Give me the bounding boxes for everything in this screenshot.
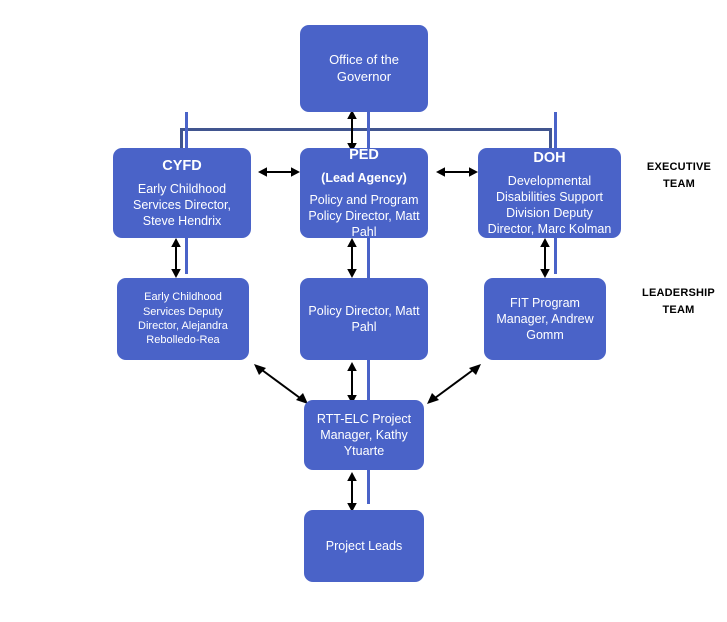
node-cyfd-deputy-body: Early Childhood Services Deputy Director… xyxy=(138,291,228,347)
node-cyfd-title: CYFD xyxy=(162,157,202,174)
node-ped-subtitle: (Lead Agency) xyxy=(321,171,407,186)
arrow-ped-doh xyxy=(436,167,478,177)
group-label-executive-team: EXECUTIVE TEAM xyxy=(634,159,724,193)
arrow-deputy-rtt xyxy=(254,364,308,404)
node-project-leads-body: Project Leads xyxy=(325,539,403,553)
node-rtt-elc-body: RTT-ELC Project Manager, Kathy Ytuarte xyxy=(316,412,412,458)
node-project-leads[interactable]: Project Leads xyxy=(304,510,424,582)
node-governor-body: Office of the Governor xyxy=(329,51,399,84)
group-label-leadership-line2: TEAM xyxy=(662,304,695,317)
node-ped-title: PED xyxy=(349,146,379,163)
node-office-of-the-governor[interactable]: Office of the Governor xyxy=(300,25,428,112)
node-cyfd-deputy-director[interactable]: Early Childhood Services Deputy Director… xyxy=(117,278,249,360)
arrow-ped-policy-director xyxy=(347,238,357,278)
node-fit-manager-body: FIT Program Manager, Andrew Gomm xyxy=(496,296,594,342)
node-doh-title: DOH xyxy=(533,149,566,166)
node-doh[interactable]: DOH Developmental Disabilities Support D… xyxy=(478,148,621,238)
group-label-executive-line2: TEAM xyxy=(663,178,695,191)
node-ped-body: Policy and Program Policy Director, Matt… xyxy=(308,193,420,240)
arrow-policy-director-rtt xyxy=(347,362,357,404)
connector-bracket-right-drop xyxy=(549,128,552,150)
arrow-fit-rtt xyxy=(427,364,481,404)
node-policy-director-body: Policy Director, Matt Pahl xyxy=(308,304,420,334)
arrow-doh-fit xyxy=(540,238,550,278)
connector-bracket-horizontal xyxy=(180,128,552,131)
node-cyfd-body: Early Childhood Services Director, Steve… xyxy=(133,182,231,229)
node-cyfd[interactable]: CYFD Early Childhood Services Director, … xyxy=(113,148,251,238)
node-policy-director[interactable]: Policy Director, Matt Pahl xyxy=(300,278,428,360)
group-label-leadership-team: LEADERSHIP TEAM xyxy=(630,285,727,319)
group-label-executive-line1: EXECUTIVE xyxy=(646,161,712,173)
arrow-governor-ped xyxy=(347,110,357,152)
node-ped[interactable]: PED (Lead Agency) Policy and Program Pol… xyxy=(300,146,428,240)
node-doh-body: Developmental Disabilities Support Divis… xyxy=(487,174,612,237)
node-rtt-elc-project-manager[interactable]: RTT-ELC Project Manager, Kathy Ytuarte xyxy=(304,400,424,470)
arrow-cyfd-ped xyxy=(258,167,300,177)
node-fit-program-manager[interactable]: FIT Program Manager, Andrew Gomm xyxy=(484,278,606,360)
connector-bracket-left-drop xyxy=(180,128,183,150)
group-label-leadership-line1: LEADERSHIP xyxy=(642,287,715,299)
arrow-rtt-project-leads xyxy=(347,472,357,512)
arrow-cyfd-deputy xyxy=(171,238,181,278)
